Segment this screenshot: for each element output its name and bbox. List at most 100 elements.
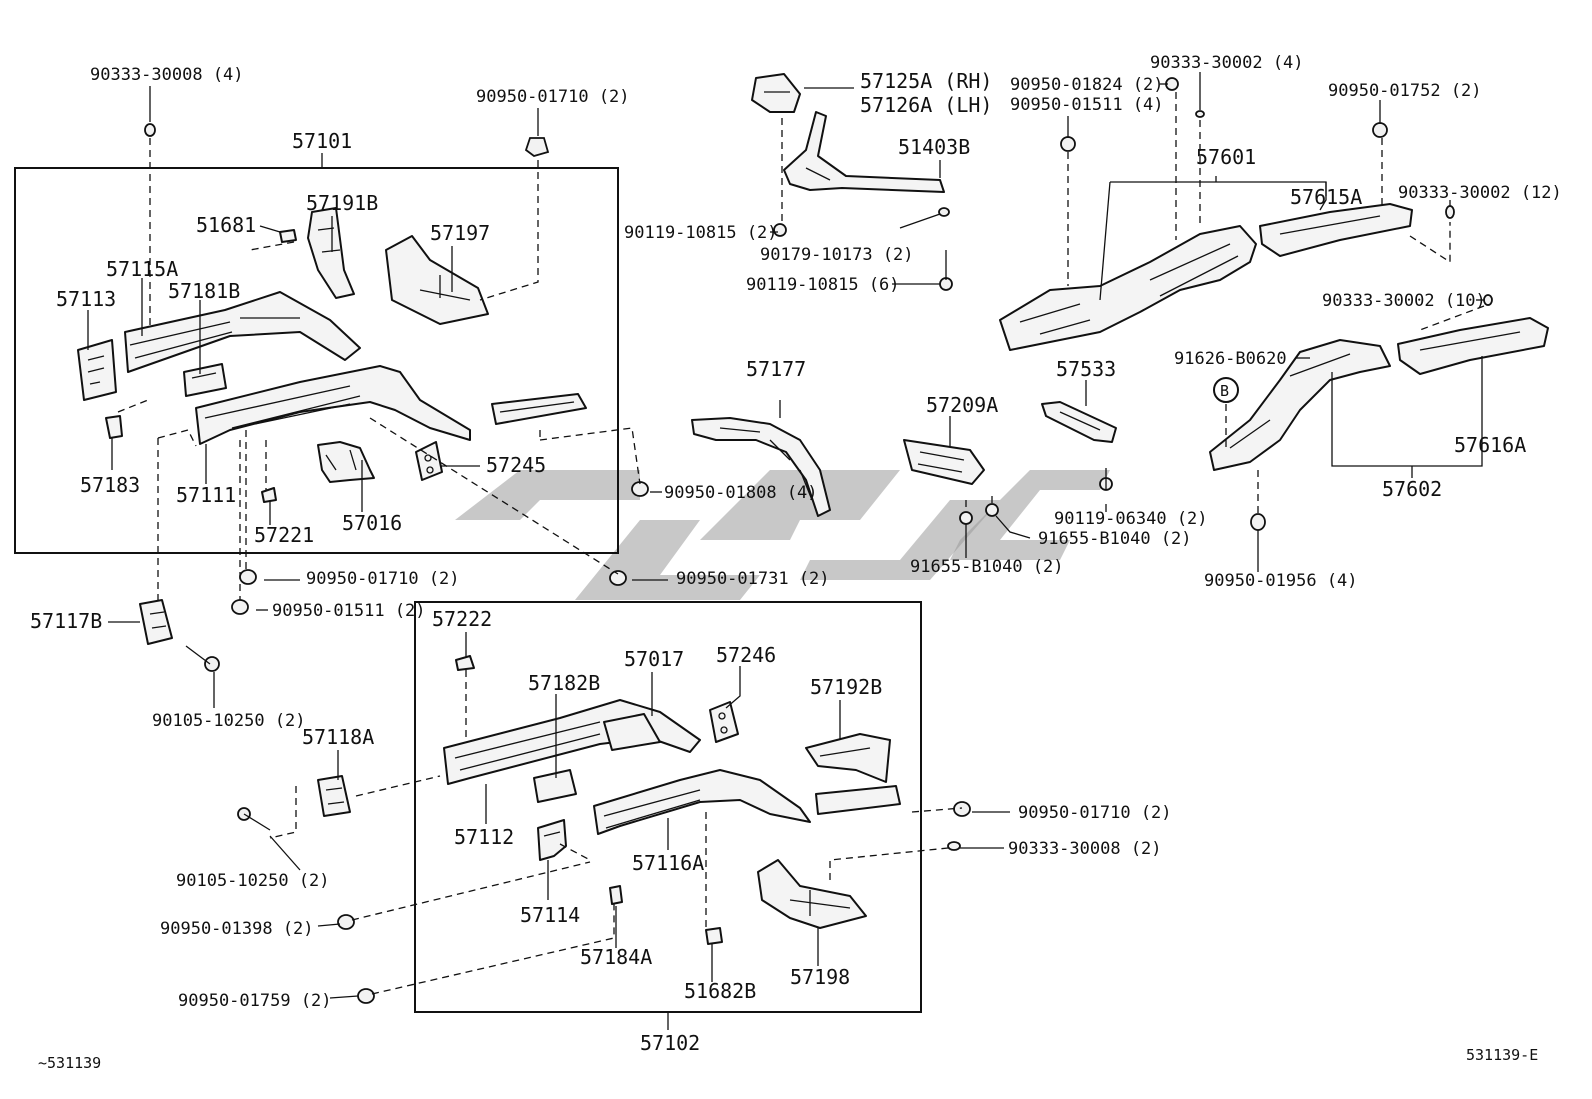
label-90333-30002-c: 90333-30002 (10) — [1322, 291, 1486, 311]
label-57016: 57016 — [342, 511, 402, 535]
label-57602: 57602 — [1382, 477, 1442, 501]
part-57181B — [183, 363, 227, 397]
part-57209A — [903, 439, 985, 485]
label-90950-01511-a: 90950-01511 (2) — [272, 601, 426, 621]
part-57533 — [1041, 401, 1117, 443]
label-90950-01710-a: 90950-01710 (2) — [476, 87, 630, 107]
label-51682B: 51682B — [684, 979, 756, 1003]
label-90950-01710-c: 90950-01710 (2) — [1018, 803, 1172, 823]
label-91655-B1040-a: 91655-B1040 (2) — [1038, 529, 1192, 549]
label-57114: 57114 — [520, 903, 580, 927]
part-57198 — [757, 859, 867, 929]
label-57117B: 57117B — [30, 609, 102, 633]
fastener-nuts — [144, 77, 1493, 1004]
label-57198: 57198 — [790, 965, 850, 989]
label-57192B: 57192B — [810, 675, 882, 699]
part-57115A — [124, 291, 361, 373]
part-57615A — [1259, 203, 1413, 257]
part-57177 — [691, 417, 831, 517]
part-51403B — [783, 111, 945, 193]
label-57101: 57101 — [292, 129, 352, 153]
part-57191B — [307, 207, 355, 299]
part-57017 — [603, 713, 661, 751]
label-90950-01759: 90950-01759 (2) — [178, 991, 332, 1011]
label-57181B: 57181B — [168, 279, 240, 303]
label-57197: 57197 — [430, 221, 490, 245]
label-57184A: 57184A — [580, 945, 652, 969]
label-57017: 57017 — [624, 647, 684, 671]
label-57118A: 57118A — [302, 725, 374, 749]
part-57246 — [709, 701, 739, 743]
part-57016 — [317, 441, 375, 483]
part-57117B — [139, 599, 173, 645]
part-57111 — [195, 365, 471, 445]
corner-ref-left: ~531139 — [38, 1054, 101, 1072]
watermark-logo — [455, 470, 1110, 600]
label-57533: 57533 — [1056, 357, 1116, 381]
label-51681: 51681 — [196, 213, 256, 237]
label-57601: 57601 — [1196, 145, 1256, 169]
dashed-leader-lines — [117, 92, 1485, 995]
label-91626-B0620: 91626-B0620 — [1174, 349, 1287, 369]
label-91655-B1040-b: 91655-B1040 (2) — [910, 557, 1064, 577]
leader-lines — [87, 72, 1484, 1030]
label-90950-01511-b: 90950-01511 (4) — [1010, 95, 1164, 115]
part-57184A — [609, 885, 623, 905]
part-57602-member — [1209, 339, 1391, 471]
part-57601-member — [999, 225, 1257, 351]
part-51681 — [279, 229, 297, 243]
label-90105-10250-a: 90105-10250 (2) — [152, 711, 306, 731]
part-bracket-right — [491, 393, 587, 425]
part-57112 — [443, 699, 701, 785]
label-90179-10173: 90179-10173 (2) — [760, 245, 914, 265]
label-57115A: 57115A — [106, 257, 178, 281]
part-57113 — [77, 339, 117, 401]
assembly-box-57101 — [14, 167, 619, 554]
part-57192B — [805, 733, 891, 783]
part-57197 — [385, 235, 489, 325]
label-90119-10815-a: 90119-10815 (2) — [624, 223, 778, 243]
label-57245: 57245 — [486, 453, 546, 477]
label-57116A: 57116A — [632, 851, 704, 875]
label-90950-01731: 90950-01731 (2) — [676, 569, 830, 589]
label-57113: 57113 — [56, 287, 116, 311]
label-90333-30008-a: 90333-30008 (4) — [90, 65, 244, 85]
label-90333-30008-b: 90333-30008 (2) — [1008, 839, 1162, 859]
label-57615A: 57615A — [1290, 185, 1362, 209]
part-57245 — [415, 441, 443, 481]
callout-circle-B — [1213, 377, 1239, 403]
part-57616A — [1397, 317, 1549, 375]
label-57126A-LH: 57126A (LH) — [860, 93, 992, 117]
label-90950-01398: 90950-01398 (2) — [160, 919, 314, 939]
label-90950-01824: 90950-01824 (2) — [1010, 75, 1164, 95]
label-57183: 57183 — [80, 473, 140, 497]
part-51682B — [705, 927, 723, 945]
label-90333-30002-a: 90333-30002 (4) — [1150, 53, 1304, 73]
label-57125A-RH: 57125A (RH) — [860, 69, 992, 93]
label-90119-10815-b: 90119-10815 (6) — [746, 275, 900, 295]
part-bracket-right-2 — [815, 785, 901, 815]
part-57182B — [533, 769, 577, 803]
part-57221 — [261, 487, 277, 503]
label-57222: 57222 — [432, 607, 492, 631]
part-57222 — [455, 655, 475, 671]
label-57111: 57111 — [176, 483, 236, 507]
label-callout-B: B — [1220, 382, 1229, 400]
label-90950-01752: 90950-01752 (2) — [1328, 81, 1482, 101]
part-57114 — [537, 819, 567, 861]
label-90119-06340: 90119-06340 (2) — [1054, 509, 1208, 529]
label-57112: 57112 — [454, 825, 514, 849]
label-57191B: 57191B — [306, 191, 378, 215]
label-90333-30002-b: 90333-30002 (12) — [1398, 183, 1562, 203]
label-90105-10250-b: 90105-10250 (2) — [176, 871, 330, 891]
label-57102: 57102 — [640, 1031, 700, 1055]
label-51403B: 51403B — [898, 135, 970, 159]
part-57118A — [317, 775, 351, 817]
label-57221: 57221 — [254, 523, 314, 547]
label-57177: 57177 — [746, 357, 806, 381]
part-57125A-bracket — [751, 73, 801, 113]
part-57183 — [105, 415, 123, 439]
label-90950-01710-b: 90950-01710 (2) — [306, 569, 460, 589]
label-57246: 57246 — [716, 643, 776, 667]
